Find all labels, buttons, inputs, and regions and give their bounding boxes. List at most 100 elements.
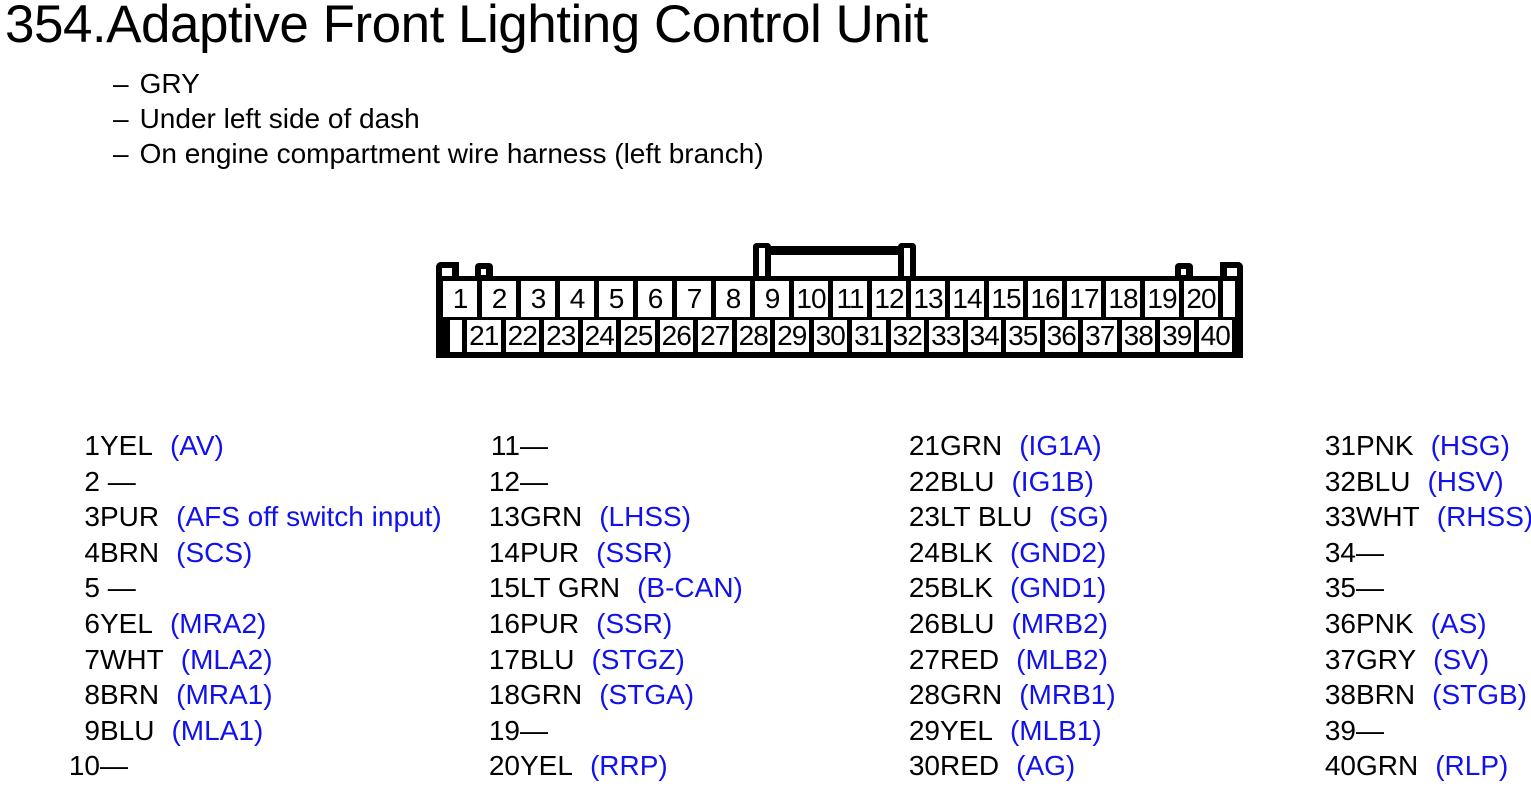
mount-tab-right xyxy=(1175,263,1193,278)
wire-color: — xyxy=(100,750,128,782)
pin-cavity-25: 25 xyxy=(621,320,655,352)
wire-color: BLU xyxy=(940,465,995,497)
pinout-column-4: 31PNK(HSG)32BLU(HSV)33WHT(RHSS)34—35—36P… xyxy=(1324,428,1531,784)
pin-cavity-17: 17 xyxy=(1067,281,1101,317)
pin-cavity-12: 12 xyxy=(872,281,906,317)
note-line: –GRY xyxy=(113,66,764,101)
pin-number: 2 xyxy=(84,465,100,497)
wire-color: — xyxy=(100,465,136,497)
pinout-row-30: 30RED(AG) xyxy=(908,748,1116,784)
signal-name: (B-CAN) xyxy=(637,572,743,604)
pin-number: 39 xyxy=(1324,714,1356,746)
wire-color: RED xyxy=(940,750,1000,782)
pin-number: 4 xyxy=(84,536,100,568)
latch-bar xyxy=(765,246,904,255)
pin-cavity-21: 21 xyxy=(467,320,501,352)
pin-cavity-15: 15 xyxy=(989,281,1023,317)
signal-name: (AFS off switch input) xyxy=(176,501,442,533)
pin-number: 23 xyxy=(908,501,940,533)
wire-color: YEL xyxy=(520,750,573,782)
signal-name: (RHSS) xyxy=(1436,501,1531,533)
signal-name: (MRA1) xyxy=(176,679,273,711)
wire-color: LT BLU xyxy=(940,501,1033,533)
wire-color: YEL xyxy=(940,714,993,746)
signal-name: (AV) xyxy=(169,430,224,461)
pin-number: 8 xyxy=(84,679,100,711)
signal-name: (HSV) xyxy=(1427,465,1504,497)
pinout-row-34: 34— xyxy=(1324,535,1531,571)
pinout-row-33: 33WHT (RHSS) xyxy=(1324,499,1531,535)
pinout-row-13: 13GRN(LHSS) xyxy=(488,499,743,535)
pinout-row-36: 36PNK(AS) xyxy=(1324,606,1531,642)
pin-number: 31 xyxy=(1324,430,1356,461)
wire-color: — xyxy=(520,714,548,746)
pin-cavity-20: 20 xyxy=(1184,281,1218,317)
signal-name: (IG1A) xyxy=(1019,430,1102,461)
pinout-row-37: 37GRY(SV) xyxy=(1324,642,1531,678)
signal-name: (SSR) xyxy=(596,536,673,568)
pin-number: 14 xyxy=(488,536,520,568)
page-title: 354.Adaptive Front Lighting Control Unit xyxy=(5,0,928,54)
pin-number: 1 xyxy=(84,430,100,461)
pin-number: 33 xyxy=(1324,501,1356,533)
pin-number: 37 xyxy=(1324,643,1356,675)
pinout-row-39: 39— xyxy=(1324,713,1531,749)
pinout-row-4: 4BRN(SCS) xyxy=(68,535,442,571)
pin-cavity-10: 10 xyxy=(794,281,828,317)
pin-cavity-40: 40 xyxy=(1198,320,1232,352)
pin-number: 11 xyxy=(490,430,520,461)
pin-cavity-29: 29 xyxy=(775,320,809,352)
wire-color: — xyxy=(100,572,136,604)
pin-number: 21 xyxy=(908,430,940,461)
wire-color: WHT xyxy=(1356,501,1420,533)
pin-number: 38 xyxy=(1324,679,1356,711)
wire-color: WHT xyxy=(100,643,164,675)
signal-name: (AG) xyxy=(1016,750,1076,782)
signal-name: (SG) xyxy=(1049,501,1109,533)
pin-cavity-11: 11 xyxy=(833,281,867,317)
pinout-row-19: 19— xyxy=(488,713,743,749)
wire-color: BLU xyxy=(1356,465,1411,497)
pin-cavity-8: 8 xyxy=(716,281,750,317)
pin-number: 26 xyxy=(908,607,940,639)
note-text: Under left side of dash xyxy=(139,103,420,134)
pin-cavity-16: 16 xyxy=(1028,281,1062,317)
wire-color: GRN xyxy=(940,430,1003,461)
pinout-column-2: 11—12—13GRN(LHSS)14PUR(SSR)15LT GRN(B-CA… xyxy=(488,428,743,784)
signal-name: (GND1) xyxy=(1009,572,1107,604)
pinout-row-27: 27RED(MLB2) xyxy=(908,642,1116,678)
pin-number: 19 xyxy=(488,714,520,746)
wire-color: PUR xyxy=(100,501,160,533)
pin-cavity-14: 14 xyxy=(950,281,984,317)
pinout-row-1: 1YEL(AV) xyxy=(68,428,442,464)
pin-cavity-30: 30 xyxy=(813,320,847,352)
signal-name: (RLP) xyxy=(1435,750,1509,782)
signal-name: (MLB1) xyxy=(1009,714,1102,746)
connector-notes: –GRY–Under left side of dash–On engine c… xyxy=(113,66,764,171)
wire-color: GRN xyxy=(1356,750,1419,782)
note-dash: – xyxy=(113,68,129,99)
pin-number: 17 xyxy=(488,643,520,675)
latch-post-right xyxy=(898,243,916,276)
note-line: –On engine compartment wire harness (lef… xyxy=(113,136,764,171)
pin-number: 18 xyxy=(488,679,520,711)
pinout-row-8: 8BRN(MRA1) xyxy=(68,677,442,713)
wire-color: LT GRN xyxy=(520,572,621,604)
wire-color: PUR xyxy=(520,536,580,568)
pin-cavity-38: 38 xyxy=(1121,320,1155,352)
pin-number: 36 xyxy=(1324,607,1356,639)
pin-cavity-26: 26 xyxy=(659,320,693,352)
signal-name: (STGZ) xyxy=(591,643,685,675)
signal-name: (HSG) xyxy=(1430,430,1510,461)
wire-color: PNK xyxy=(1356,607,1414,639)
pinout-row-14: 14PUR (SSR) xyxy=(488,535,743,571)
pinout-row-32: 32BLU(HSV) xyxy=(1324,464,1531,500)
wire-color: PNK xyxy=(1356,430,1414,461)
wire-color: — xyxy=(1356,572,1384,604)
pinout-row-31: 31PNK (HSG) xyxy=(1324,428,1531,464)
pin-number: 15 xyxy=(488,572,520,604)
pinout-row-24: 24BLK(GND2) xyxy=(908,535,1116,571)
